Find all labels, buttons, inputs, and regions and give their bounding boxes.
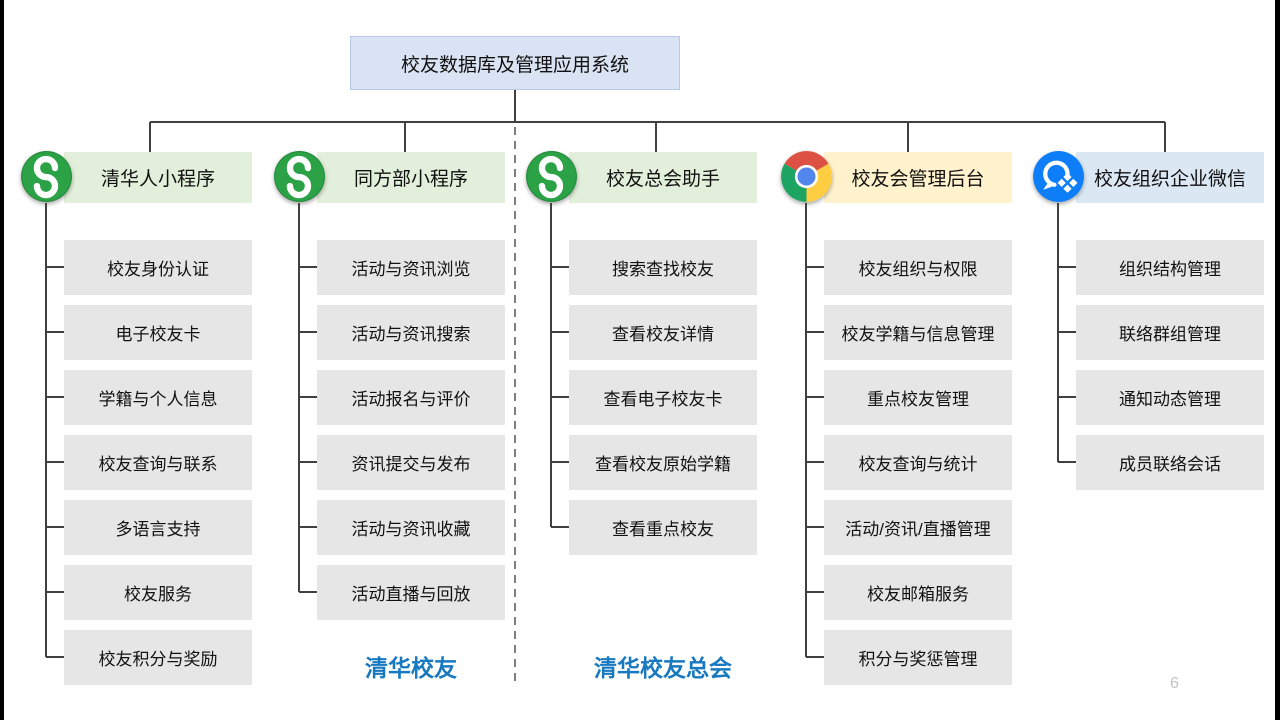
feature-box-label: 成员联络会话 [1119, 455, 1221, 474]
wechat-miniprogram-icon [273, 150, 326, 203]
feature-box: 查看校友详情 [551, 305, 757, 360]
feature-box: 活动/资讯/直播管理 [806, 500, 1012, 555]
feature-box-label: 活动报名与评价 [351, 390, 471, 409]
column-items: 搜索查找校友查看校友详情查看电子校友卡查看校友原始学籍查看重点校友 [551, 240, 757, 565]
feature-box: 查看电子校友卡 [551, 370, 757, 425]
feature-box: 活动与资讯搜索 [299, 305, 505, 360]
right-edge-bar [1275, 0, 1280, 720]
column-header: 校友会管理后台 [781, 151, 1012, 203]
column-header: 校友组织企业微信 [1033, 151, 1264, 203]
feature-box: 校友学籍与信息管理 [806, 305, 1012, 360]
feature-box: 校友组织与权限 [806, 240, 1012, 295]
feature-box-label: 资讯提交与发布 [351, 455, 471, 474]
feature-box-label: 活动与资讯浏览 [351, 260, 471, 279]
feature-box-label: 查看校友详情 [612, 325, 714, 344]
feature-box: 电子校友卡 [46, 305, 252, 360]
feature-box: 校友身份认证 [46, 240, 252, 295]
feature-box: 重点校友管理 [806, 370, 1012, 425]
page-number: 6 [1170, 675, 1179, 692]
feature-box-label: 查看重点校友 [612, 520, 714, 539]
feature-box-label: 搜索查找校友 [612, 260, 714, 279]
column-header-label: 校友组织企业微信 [1093, 169, 1246, 190]
column-items: 校友身份认证电子校友卡学籍与个人信息校友查询与联系多语言支持校友服务校友积分与奖… [46, 240, 252, 695]
wecom-icon [1032, 150, 1085, 203]
wechat-miniprogram-icon [525, 150, 578, 203]
column-items: 校友组织与权限校友学籍与信息管理重点校友管理校友查询与统计活动/资讯/直播管理校… [806, 240, 1012, 695]
footer-label-tsinghua-alumni: 清华校友 [365, 655, 457, 681]
column-items: 组织结构管理联络群组管理通知动态管理成员联络会话 [1058, 240, 1264, 500]
feature-box: 搜索查找校友 [551, 240, 757, 295]
column-spine-line [550, 203, 552, 527]
root-title: 校友数据库及管理应用系统 [400, 54, 629, 76]
feature-box: 校友服务 [46, 565, 252, 620]
feature-box-label: 重点校友管理 [867, 390, 969, 409]
feature-box: 活动直播与回放 [299, 565, 505, 620]
feature-box-label: 活动/资讯/直播管理 [845, 520, 991, 539]
column-header: 同方部小程序 [274, 151, 505, 203]
footer-label-alumni-association: 清华校友总会 [594, 655, 732, 681]
column-header-label: 校友总会助手 [605, 169, 720, 190]
feature-box-label: 校友服务 [124, 585, 192, 604]
column-header-label: 同方部小程序 [353, 169, 468, 190]
feature-box: 查看重点校友 [551, 500, 757, 555]
column-3: 校友总会助手搜索查找校友查看校友详情查看电子校友卡查看校友原始学籍查看重点校友 [526, 151, 757, 555]
feature-box-label: 校友身份认证 [107, 260, 209, 279]
feature-box-label: 校友组织与权限 [858, 260, 978, 279]
chrome-icon [780, 150, 833, 203]
column-4: 校友会管理后台校友组织与权限校友学籍与信息管理重点校友管理校友查询与统计活动/资… [781, 151, 1012, 685]
feature-box: 资讯提交与发布 [299, 435, 505, 490]
feature-box-label: 活动与资讯收藏 [351, 520, 471, 539]
column-5: 校友组织企业微信组织结构管理联络群组管理通知动态管理成员联络会话 [1033, 151, 1264, 490]
feature-box-label: 学籍与个人信息 [98, 390, 218, 409]
feature-box: 活动报名与评价 [299, 370, 505, 425]
column-1: 清华人小程序校友身份认证电子校友卡学籍与个人信息校友查询与联系多语言支持校友服务… [21, 151, 252, 685]
feature-box-label: 校友学籍与信息管理 [841, 325, 995, 344]
feature-box: 活动与资讯浏览 [299, 240, 505, 295]
feature-box: 活动与资讯收藏 [299, 500, 505, 555]
feature-box-label: 活动直播与回放 [351, 585, 471, 604]
feature-box-label: 校友积分与奖励 [98, 650, 218, 669]
feature-box: 积分与奖惩管理 [806, 630, 1012, 685]
feature-box: 校友邮箱服务 [806, 565, 1012, 620]
feature-box: 联络群组管理 [1058, 305, 1264, 360]
root-node: 校友数据库及管理应用系统 [350, 36, 680, 90]
wechat-miniprogram-icon [20, 150, 73, 203]
feature-box-label: 通知动态管理 [1119, 390, 1221, 409]
feature-box: 查看校友原始学籍 [551, 435, 757, 490]
feature-box: 校友查询与联系 [46, 435, 252, 490]
feature-box-label: 联络群组管理 [1119, 325, 1221, 344]
feature-box-label: 活动与资讯搜索 [351, 325, 471, 344]
feature-box: 组织结构管理 [1058, 240, 1264, 295]
feature-box: 通知动态管理 [1058, 370, 1264, 425]
left-edge-bar [0, 0, 4, 720]
feature-box-label: 查看电子校友卡 [603, 390, 723, 409]
column-spine-line [45, 203, 47, 657]
feature-box: 校友积分与奖励 [46, 630, 252, 685]
feature-box: 多语言支持 [46, 500, 252, 555]
feature-box-label: 校友查询与联系 [98, 455, 218, 474]
feature-box: 学籍与个人信息 [46, 370, 252, 425]
column-spine-line [805, 203, 807, 657]
feature-box-label: 多语言支持 [115, 520, 201, 539]
feature-box-label: 积分与奖惩管理 [858, 650, 978, 669]
feature-box-label: 校友查询与统计 [858, 455, 978, 474]
column-header: 校友总会助手 [526, 151, 757, 203]
feature-box-label: 电子校友卡 [115, 325, 201, 344]
column-2: 同方部小程序活动与资讯浏览活动与资讯搜索活动报名与评价资讯提交与发布活动与资讯收… [274, 151, 505, 620]
feature-box: 成员联络会话 [1058, 435, 1264, 490]
feature-box-label: 查看校友原始学籍 [595, 455, 731, 474]
column-header: 清华人小程序 [21, 151, 252, 203]
column-items: 活动与资讯浏览活动与资讯搜索活动报名与评价资讯提交与发布活动与资讯收藏活动直播与… [299, 240, 505, 630]
feature-box-label: 校友邮箱服务 [867, 585, 969, 604]
dashed-divider [514, 127, 516, 682]
column-header-label: 校友会管理后台 [851, 169, 985, 190]
feature-box: 校友查询与统计 [806, 435, 1012, 490]
feature-box-label: 组织结构管理 [1119, 260, 1221, 279]
column-header-label: 清华人小程序 [100, 169, 215, 190]
